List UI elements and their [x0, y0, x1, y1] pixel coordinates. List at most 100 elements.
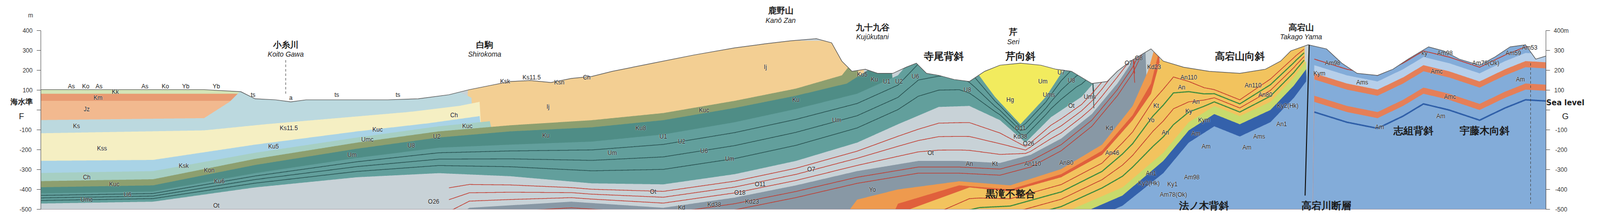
leader-line: [285, 60, 287, 95]
axis-tick: [36, 189, 41, 191]
formation-code: Am: [1515, 76, 1525, 83]
structure-name: 高宕山向斜: [1214, 51, 1265, 62]
formation-code: O26: [1022, 140, 1035, 147]
key-bed-line: [898, 56, 1304, 219]
formation-fill: [30, 67, 1562, 219]
formation-code: Am78(Ok): [1159, 192, 1188, 199]
axis-tick: [1545, 189, 1550, 191]
place-name: 芹: [1008, 27, 1018, 36]
formation-code: Um: [607, 150, 617, 157]
formation-code: Am59: [1505, 50, 1521, 57]
formation-code: Ot: [212, 202, 220, 209]
formation-code: U1: [659, 133, 668, 140]
axis-tick: [36, 209, 41, 210]
formation-code: Amc: [1430, 68, 1443, 75]
section-end-letter: G: [1562, 111, 1569, 121]
formation-code: Ks11.5: [522, 74, 541, 81]
formation-code: ky: [1421, 50, 1428, 57]
formation-code: Ch: [583, 74, 591, 81]
formation-code: Ams: [1356, 79, 1369, 86]
place-name: 高宕山: [1288, 23, 1314, 32]
formation-code: Kuc: [108, 181, 120, 188]
formation-code: O7: [1124, 60, 1133, 67]
formation-code: U8: [963, 87, 972, 94]
axis-tick: [1545, 149, 1550, 151]
formation-code: An110: [1180, 74, 1198, 81]
formation-code: O18: [734, 190, 746, 197]
formation-code: Umc: [361, 136, 374, 143]
axis-tick: [36, 109, 41, 111]
formation-code: ts: [395, 92, 400, 99]
formation-fill: [30, 61, 1562, 219]
axis-tick: [36, 30, 41, 31]
formation-code: Kuc: [699, 107, 710, 114]
formation-code: Ku8: [635, 125, 646, 132]
formation-code: Kd23: [1147, 64, 1162, 71]
formation-code: Ky1: [1167, 181, 1178, 188]
formation-code: U8: [1067, 77, 1076, 84]
formation-code: Ky2(Hk): [1277, 102, 1299, 109]
formation-code: An110: [1024, 161, 1042, 168]
formation-code: O11: [754, 181, 766, 188]
formation-code: Kt: [992, 161, 998, 168]
formation-code: Ky2(Hk): [1138, 180, 1160, 187]
formation-code: Um: [347, 152, 357, 159]
axis-value: -500: [1555, 206, 1568, 213]
formation-code: Ij: [546, 103, 550, 110]
formation-code: Ku: [542, 132, 550, 139]
axis-tick: [1545, 30, 1550, 31]
formation-code: Am78(Ok): [1472, 60, 1500, 67]
formation-code: An1: [1276, 121, 1287, 128]
formation-code: Km: [93, 95, 103, 101]
axis-tick: [1545, 129, 1550, 131]
structure-name: 寺尾背斜: [923, 51, 964, 62]
formation-code: Ko: [161, 83, 170, 90]
axis-value: -200: [19, 147, 32, 154]
place-name-romaji: Shirokoma: [468, 50, 502, 58]
axis-value: -300: [1555, 167, 1568, 174]
axis-value: 100: [1554, 87, 1565, 94]
formation-code: U6: [700, 148, 708, 155]
formation-code: U6: [123, 192, 132, 199]
formation-code: U2: [895, 78, 903, 85]
formation-fill: [30, 89, 1562, 219]
formation-code: Kk: [111, 89, 119, 96]
key-bed-line: [448, 57, 1135, 212]
formation-code: Am98: [1324, 60, 1341, 67]
key-bed-line: [448, 46, 1135, 192]
formation-code: Amc: [1444, 94, 1457, 100]
formation-code: Ch: [83, 174, 91, 181]
formation-code: Yb: [182, 83, 190, 90]
axis-tick: [1545, 50, 1550, 51]
formation-code: Ks11.5: [279, 125, 298, 132]
axis-value: m: [28, 12, 34, 19]
formation-code: Kt: [1153, 102, 1159, 109]
formation-code: Um: [724, 156, 735, 163]
formation-code: Am: [1375, 124, 1385, 131]
leader-line: [1530, 63, 1531, 204]
axis-tick: [1545, 109, 1550, 111]
formation-code: Kym: [1198, 117, 1210, 124]
axis-value: 400m: [1553, 27, 1569, 34]
formation-code: Ch: [450, 112, 458, 119]
axis-value: 100: [22, 87, 33, 94]
elevation-axis: [40, 30, 42, 210]
axis-title: 海水準: [10, 98, 33, 106]
formation-code: Ku5: [268, 143, 279, 150]
formation-code: Ksk: [178, 163, 189, 170]
formation-code: An80: [1059, 160, 1074, 167]
axis-value: -200: [1555, 147, 1568, 154]
formation-code: U8: [407, 142, 415, 149]
axis-value: -400: [1555, 187, 1568, 194]
key-bed-line: [1314, 100, 1547, 129]
axis-value: -100: [19, 127, 32, 134]
key-bed-line: [469, 46, 1143, 215]
formation-code: An: [1178, 84, 1186, 91]
formation-code: Kuc: [462, 123, 473, 130]
place-name-romaji: Takago Yama: [1280, 33, 1323, 41]
formation-code: Yo: [869, 187, 877, 194]
formation-code: An110: [1244, 82, 1262, 89]
axis-value: -400: [19, 187, 32, 194]
